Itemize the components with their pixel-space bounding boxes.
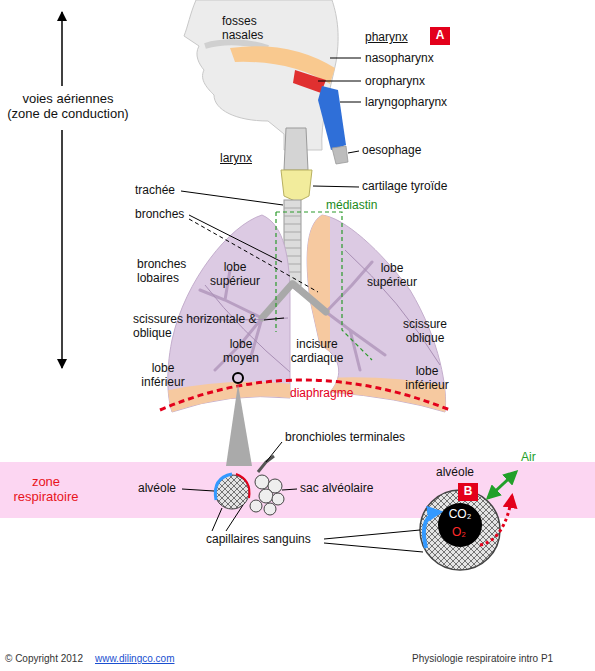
zone-label: voies aériennes (zone de conduction) [6, 92, 130, 122]
lobe-label: lobe supérieur [204, 261, 266, 289]
page-footer: Physiologie respiratoire intro P1 [412, 653, 553, 665]
callout-box: B [458, 483, 478, 501]
region-label: médiastin [326, 199, 377, 213]
part-label: oropharynx [365, 75, 425, 89]
zoom-ring [233, 373, 243, 383]
section-heading: pharynx [365, 31, 408, 45]
fissure-line [345, 250, 440, 365]
part-label: alvéole [436, 466, 474, 480]
laryngopharynx-shape [318, 86, 346, 150]
larynx-shape [284, 128, 308, 170]
section-heading: larynx [220, 152, 252, 166]
callout-letter: B [464, 485, 473, 499]
part-label: sac alvéolaire [300, 482, 373, 496]
gas-label: CO₂ [442, 508, 478, 522]
part-label: fosses nasales [222, 15, 272, 43]
gas-label: O₂ [452, 526, 466, 540]
lobe-label: lobe inférieur [397, 365, 457, 393]
part-label: trachée [135, 184, 175, 198]
part-label: scissure oblique [394, 318, 456, 346]
part-label: bronches lobaires [137, 258, 199, 286]
part-label: diaphragme [290, 387, 353, 401]
range-arrow [61, 12, 63, 86]
callout-box: A [430, 27, 450, 45]
zone-band: zone respiratoire [0, 462, 595, 518]
lobe-label: lobe inférieur [133, 362, 193, 390]
part-label: alvéole [138, 482, 176, 496]
part-label: capillaires sanguins [206, 533, 311, 547]
part-label: bronchioles terminales [285, 431, 405, 445]
fissure-line [190, 285, 290, 372]
website-link: www.dilingco.com [95, 653, 174, 665]
main-bronchi [262, 284, 326, 318]
part-label: scissures horizontale & oblique [133, 313, 261, 341]
zoom-pointer [226, 384, 252, 466]
part-label: nasopharynx [365, 52, 434, 66]
part-label: cartilage tyroïde [362, 180, 447, 194]
part-label: bronches [135, 208, 184, 222]
head-silhouette [184, 0, 338, 150]
thyroid-cartilage-shape [281, 170, 312, 202]
lobe-label: lobe moyen [217, 338, 265, 366]
oesophagus-shape [332, 146, 348, 164]
range-arrow [61, 130, 63, 368]
copyright-note: © Copyright 2012 [5, 653, 83, 665]
lobe-label: lobe supérieur [361, 262, 423, 290]
gas-label: Air [521, 451, 536, 465]
zone-title: zone respiratoire [6, 475, 86, 505]
callout-letter: A [436, 29, 445, 43]
part-label: laryngopharynx [365, 96, 447, 110]
part-label: oesophage [362, 144, 421, 158]
part-label: incisure cardiaque [281, 338, 353, 366]
